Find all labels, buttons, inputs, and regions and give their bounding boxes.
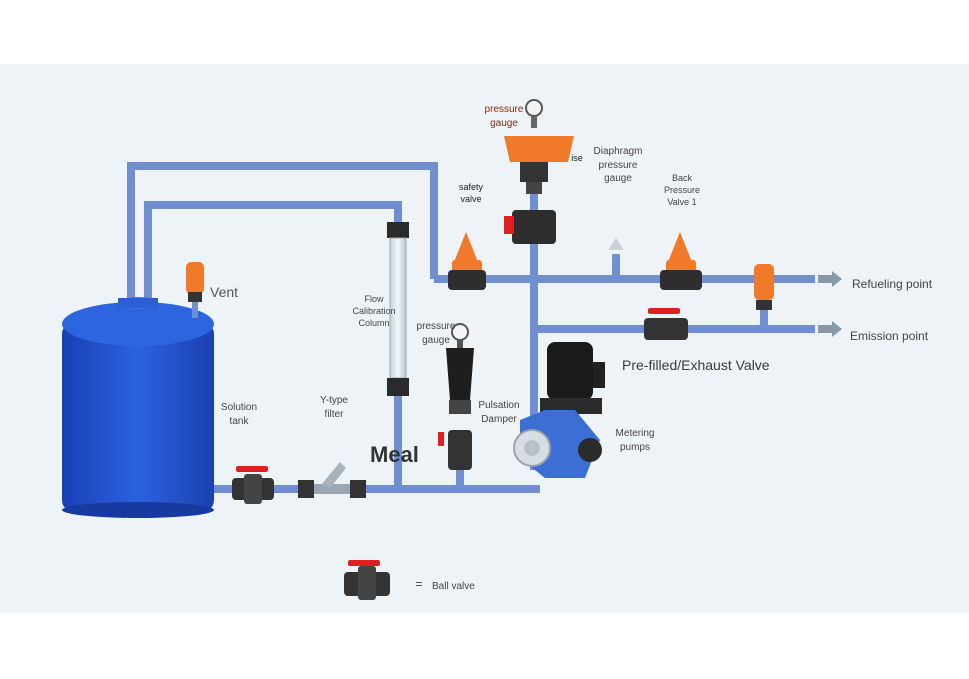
outlet-arrows: [818, 271, 842, 337]
pipe-return-inner: [144, 201, 402, 300]
solution-tank: [62, 297, 214, 518]
label-pulsation-damper: Pulsation Damper: [478, 400, 520, 425]
safety-valve: [448, 210, 556, 290]
metering-pump: [513, 342, 605, 478]
label-flow-column: Flow Calibration Column: [352, 294, 396, 329]
ball-valve-emission: [644, 308, 688, 340]
label-metering-pumps: Metering pumps: [615, 428, 655, 453]
prefilled-exhaust-valve: [754, 264, 774, 310]
label-diaphragm-prefix: ise: [571, 153, 583, 163]
emission-arrow: [818, 321, 842, 337]
label-pressure-gauge-top: pressure gauge: [484, 104, 524, 129]
pipe-return-outer: [127, 162, 438, 300]
ball-valve-suction: [232, 466, 274, 504]
back-pressure-valve: [660, 232, 702, 290]
label-pressure-gauge-mid: pressure gauge: [416, 321, 456, 346]
diaphragm-pressure-gauge: [504, 99, 574, 194]
vent-valve: [186, 262, 204, 318]
refuel-arrow: [818, 271, 842, 287]
label-safety-valve: safety valve: [458, 182, 483, 205]
legend-ball-valve-symbol: [344, 560, 390, 600]
label-prefilled-valve: Pre-filled/Exhaust Valve: [622, 357, 770, 373]
flow-calibration-column: [387, 222, 409, 396]
label-refueling-point: Refueling point: [852, 277, 933, 291]
label-vent: Vent: [210, 284, 239, 300]
label-y-filter: Y-type filter: [320, 395, 348, 420]
legend-ball-valve-label: Ball valve: [432, 581, 475, 592]
pulsation-damper: [438, 323, 474, 470]
label-solution-tank: Solution tank: [220, 402, 258, 427]
legend-equals: =: [415, 577, 423, 591]
label-diaphragm-gauge: Diaphragm pressure gauge: [593, 146, 643, 184]
label-emission-point: Emission point: [850, 329, 929, 343]
pressure-tap-marker: [608, 238, 624, 250]
label-meal: Meal: [370, 442, 419, 467]
label-back-pressure-valve: Back Pressure Valve 1: [663, 173, 700, 208]
y-type-filter: [298, 462, 366, 498]
